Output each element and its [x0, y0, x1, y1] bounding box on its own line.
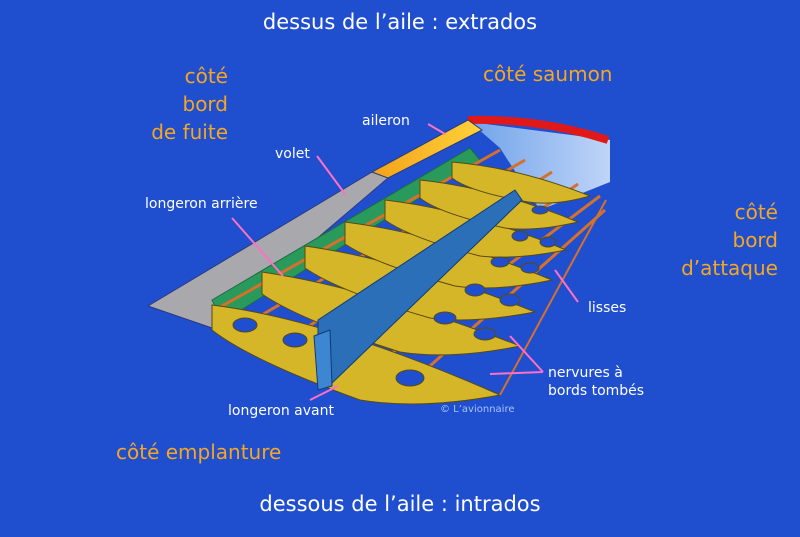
label-longeron-arriere: longeron arrière — [145, 196, 258, 212]
label-nervures: nervures à bords tombés — [548, 364, 644, 400]
label-cote-bord-de-fuite: côté bord de fuite — [151, 62, 228, 146]
label-nervures-line1: nervures à — [548, 365, 623, 381]
front-spar-root-fitting — [313, 329, 333, 391]
wing-tip-edge — [467, 115, 610, 144]
label-cote-saumon: côté saumon — [483, 62, 613, 86]
pointer-lines — [231, 123, 579, 401]
label-cote-bord-attaque: côté bord d’attaque — [681, 198, 778, 282]
aileron-surface — [370, 119, 483, 179]
label-longeron-avant: longeron avant — [228, 403, 334, 419]
label-cote-bord-de-fuite-line2: bord — [182, 92, 229, 116]
wing-tip-skin — [470, 122, 610, 210]
copyright-text: © L’avionnaire — [440, 404, 515, 415]
label-cote-bord-de-fuite-line3: de fuite — [151, 120, 228, 144]
label-cote-bord-attaque-line1: côté — [734, 200, 778, 224]
label-lisses: lisses — [588, 300, 627, 316]
label-cote-emplanture: côté emplanture — [116, 440, 282, 464]
label-cote-bord-de-fuite-line1: côté — [184, 64, 228, 88]
label-aileron: aileron — [362, 113, 410, 129]
label-volet: volet — [275, 146, 310, 162]
label-cote-bord-attaque-line3: d’attaque — [681, 256, 778, 280]
leading-edge-line — [499, 199, 607, 396]
title-intrados: dessous de l’aile : intrados — [259, 492, 541, 516]
label-nervures-line2: bords tombés — [548, 383, 645, 399]
rib-holes — [232, 205, 557, 387]
title-extrados: dessus de l’aile : extrados — [262, 10, 538, 34]
label-cote-bord-attaque-line2: bord — [732, 228, 779, 252]
